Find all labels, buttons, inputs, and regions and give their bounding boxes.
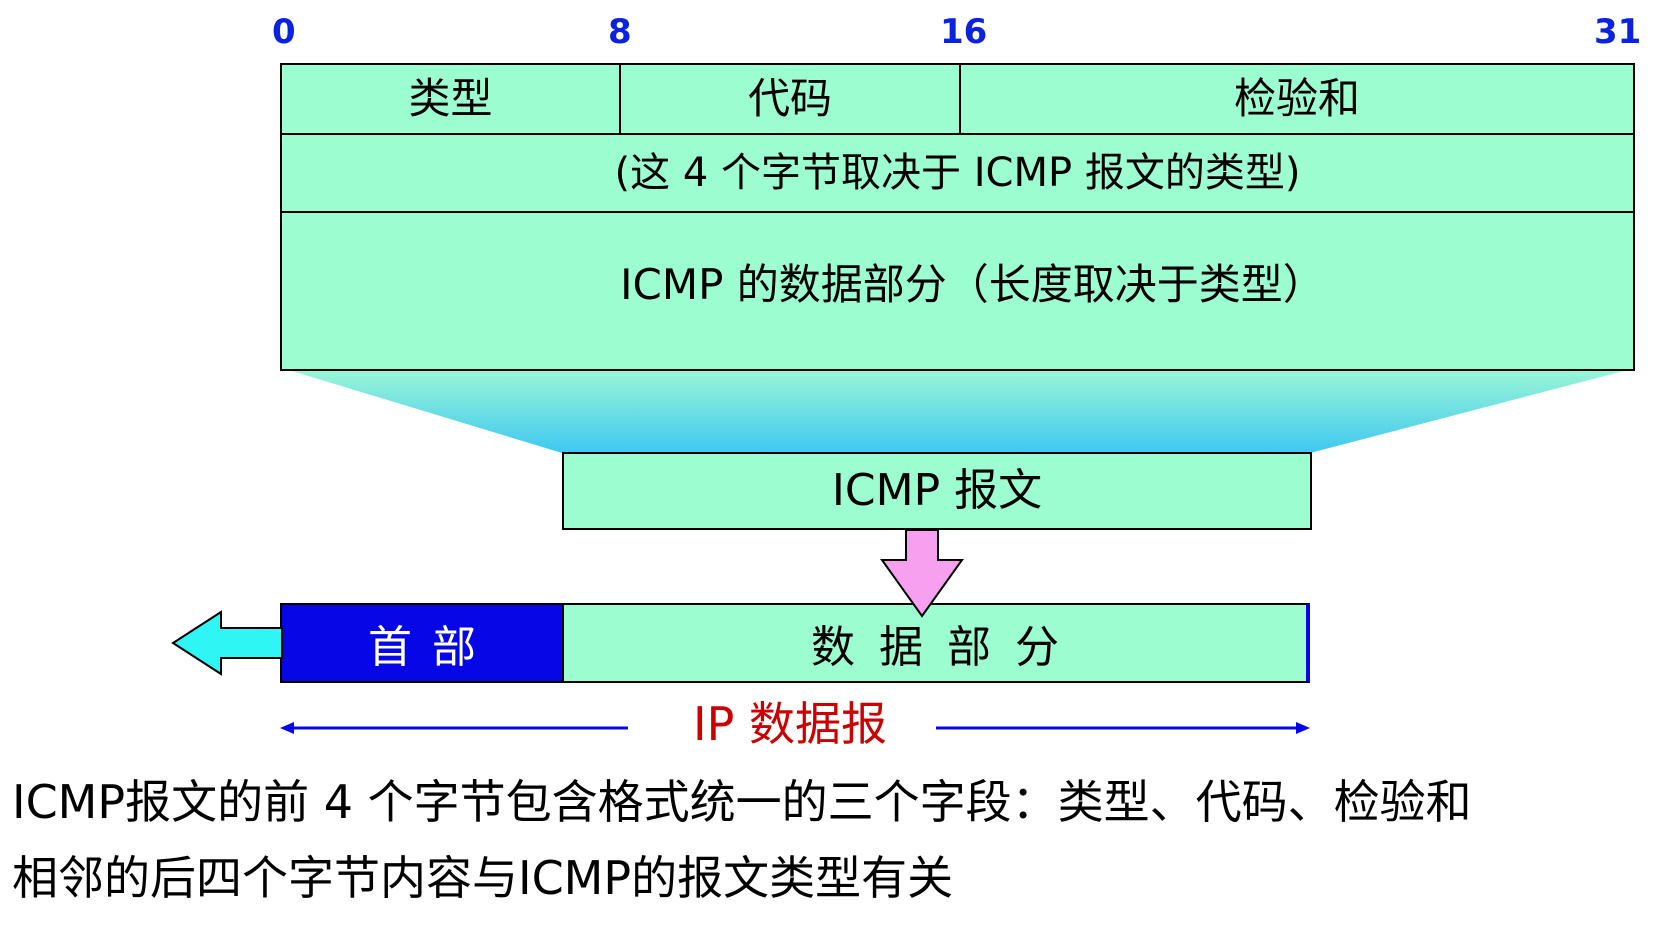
icmp-message-box: ICMP 报文	[562, 452, 1312, 530]
rest-of-header-field: (这 4 个字节取决于 ICMP 报文的类型)	[280, 133, 1635, 213]
icmp-data-field: ICMP 的数据部分（长度取决于类型）	[280, 211, 1635, 371]
ip-datagram-label: IP 数据报	[693, 697, 887, 751]
caption-line-2: 相邻的后四个字节内容与ICMP的报文类型有关	[12, 851, 954, 905]
bit-label-31: 31	[1594, 12, 1642, 52]
caption-line-1: ICMP报文的前 4 个字节包含格式统一的三个字段：类型、代码、检验和	[12, 775, 1472, 829]
down-arrow-icon	[880, 529, 964, 618]
ip-data-block: 数据部分	[562, 603, 1310, 683]
ip-header-label: 首部	[368, 622, 496, 673]
bit-label-8: 8	[608, 12, 632, 52]
ip-data-label: 数据部分	[811, 622, 1083, 673]
bit-label-16: 16	[940, 12, 988, 52]
funnel-shape	[282, 368, 1635, 453]
span-arrowhead-left-icon	[280, 722, 294, 734]
ip-header-block: 首部	[280, 603, 564, 683]
span-arrowhead-right-icon	[1296, 722, 1310, 734]
bit-label-0: 0	[272, 12, 296, 52]
checksum-field: 检验和	[959, 63, 1635, 135]
left-arrow-icon	[171, 610, 283, 676]
type-field: 类型	[280, 63, 621, 135]
